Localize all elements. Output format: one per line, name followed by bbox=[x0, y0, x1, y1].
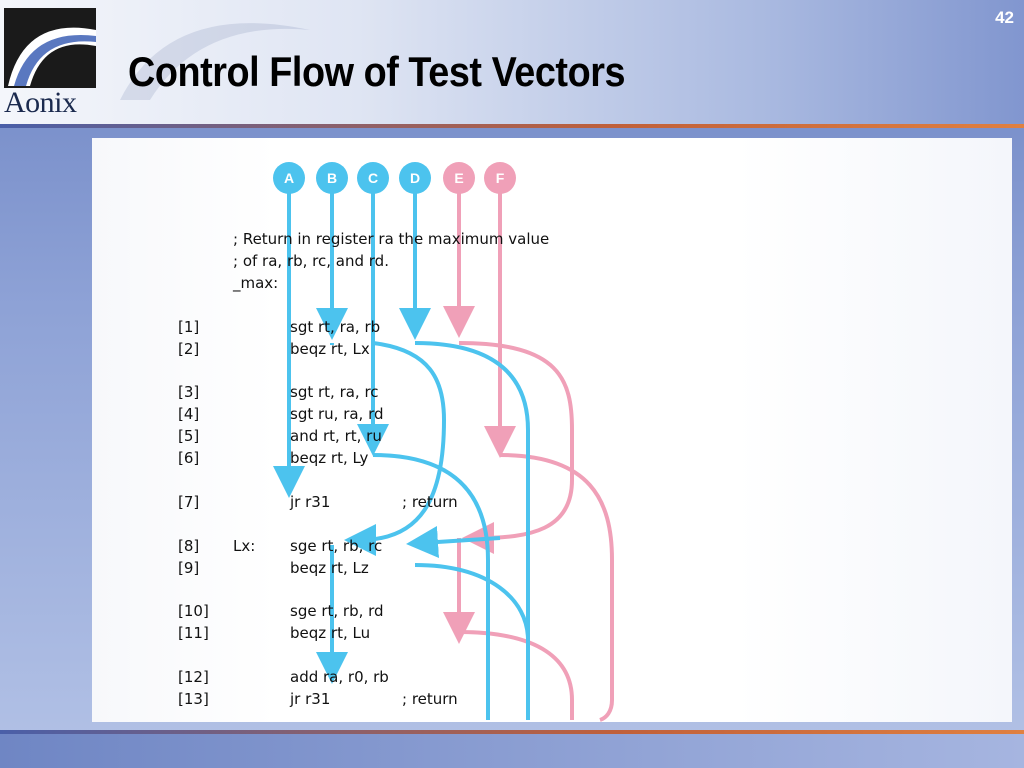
path-d-branch bbox=[414, 341, 530, 720]
pink-paths bbox=[443, 190, 614, 722]
code-label: Lx: bbox=[233, 537, 255, 555]
instruction: add ra, r0, rb bbox=[290, 668, 389, 686]
node-a bbox=[273, 162, 305, 194]
line-number: [7] bbox=[178, 493, 199, 511]
footer-divider bbox=[0, 730, 1024, 734]
node-label-c: C bbox=[368, 170, 378, 186]
line-number: [12] bbox=[178, 668, 209, 686]
instruction: jr r31 bbox=[289, 690, 330, 708]
instruction: sgt rt, ra, rb bbox=[290, 318, 380, 336]
instruction: jr r31 bbox=[289, 493, 330, 511]
path-e-exit bbox=[458, 630, 574, 720]
instruction: beqz rt, Lu bbox=[290, 624, 370, 642]
line-number: [5] bbox=[178, 427, 199, 445]
path-d-loop bbox=[414, 563, 530, 641]
path-b-loop bbox=[344, 341, 447, 556]
header-divider bbox=[0, 124, 1024, 128]
path-e-branch bbox=[458, 341, 574, 554]
line-number: [8] bbox=[178, 537, 199, 555]
line-comment: ; return bbox=[402, 690, 458, 708]
page-title: Control Flow of Test Vectors bbox=[128, 48, 626, 95]
comment-line: _max: bbox=[232, 274, 278, 293]
instruction: beqz rt, Lz bbox=[290, 559, 369, 577]
comment-line: ; of ra, rb, rc, and rd. bbox=[233, 252, 389, 270]
line-comment: ; return bbox=[402, 493, 458, 511]
node-circles: A B C D E F bbox=[273, 162, 516, 194]
comment-line: ; Return in register ra the maximum valu… bbox=[233, 230, 549, 248]
line-number: [1] bbox=[178, 318, 199, 336]
logo-wordmark: Aonix bbox=[4, 86, 77, 119]
content-panel bbox=[92, 138, 1012, 722]
logo-watermark bbox=[120, 23, 310, 100]
node-label-f: F bbox=[496, 170, 505, 186]
node-label-a: A bbox=[284, 170, 294, 186]
path-lx-arrow bbox=[406, 526, 501, 558]
instruction: and rt, rt, ru bbox=[290, 427, 382, 445]
code-lines: [1] sgt rt, ra, rb [2] beqz rt, Lx [3] s… bbox=[178, 318, 458, 708]
node-label-d: D bbox=[410, 170, 420, 186]
node-b bbox=[316, 162, 348, 194]
instruction: sge rt, rb, rd bbox=[290, 602, 384, 620]
line-number: [4] bbox=[178, 405, 199, 423]
page-number: 42 bbox=[995, 8, 1014, 27]
line-number: [10] bbox=[178, 602, 209, 620]
node-f bbox=[484, 162, 516, 194]
instruction: sge rt, rb, rc bbox=[290, 537, 382, 555]
node-label-b: B bbox=[327, 170, 337, 186]
node-d bbox=[399, 162, 431, 194]
instruction: sgt rt, ra, rc bbox=[290, 383, 379, 401]
code-comments: ; Return in register ra the maximum valu… bbox=[232, 230, 549, 293]
line-number: [11] bbox=[178, 624, 209, 642]
slide-header bbox=[0, 0, 1024, 124]
instruction: beqz rt, Ly bbox=[290, 449, 368, 467]
node-c bbox=[357, 162, 389, 194]
blue-paths bbox=[273, 190, 530, 720]
aonix-logo-icon bbox=[4, 8, 96, 88]
line-number: [9] bbox=[178, 559, 199, 577]
path-f-branch bbox=[499, 453, 614, 722]
instruction: sgt ru, ra, rd bbox=[290, 405, 384, 423]
path-c-branch bbox=[372, 453, 490, 720]
instruction: beqz rt, Lx bbox=[290, 340, 370, 358]
node-e bbox=[443, 162, 475, 194]
line-number: [13] bbox=[178, 690, 209, 708]
line-number: [2] bbox=[178, 340, 199, 358]
line-number: [3] bbox=[178, 383, 199, 401]
slide-footer bbox=[0, 734, 1024, 768]
line-number: [6] bbox=[178, 449, 199, 467]
node-label-e: E bbox=[454, 170, 463, 186]
